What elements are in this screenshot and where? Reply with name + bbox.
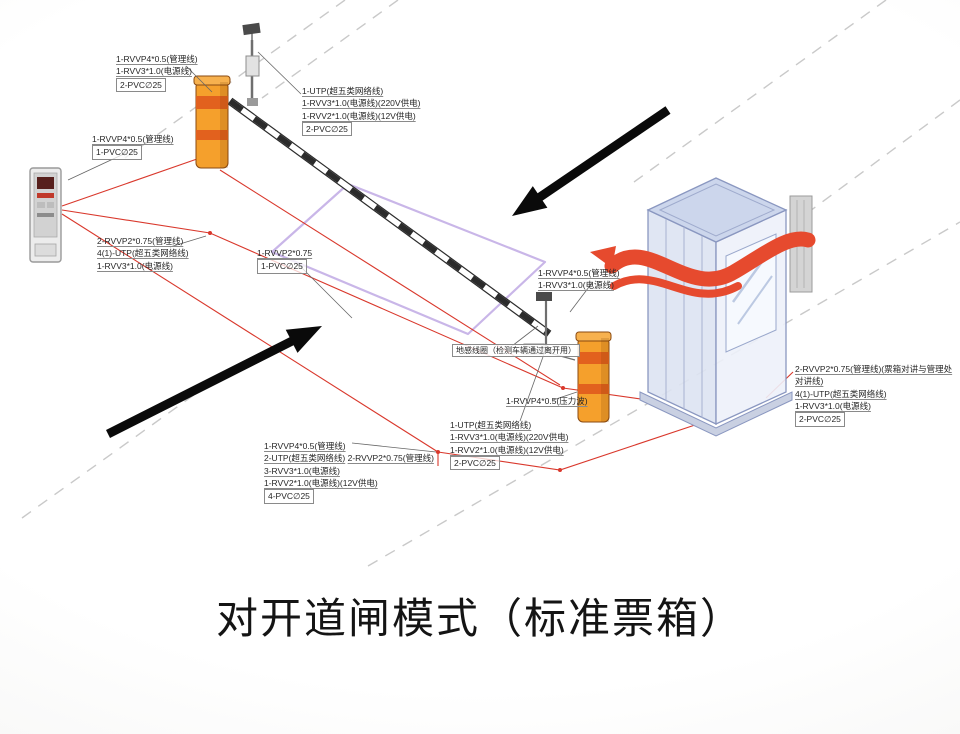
cable-line: 1-RVV3*1.0(电源线) [97,260,173,271]
cable-label-loop: 1-RVVP2*0.75 1-PVC∅25 [257,247,312,274]
cable-line: 1-RVV2*1.0(电源线)(12V供电) [450,444,564,455]
conduit-line: 1-PVC∅25 [257,259,307,274]
cable-label-entry-camera: 1-UTP(超五类网络线) 1-RVV3*1.0(电源线)(220V供电) 1-… [302,85,421,137]
cable-line: 3-RVV3*1.0(电源线) [264,465,340,476]
cable-line: 1-RVVP2*0.75 [257,248,313,258]
exit-direction-arrow [106,326,322,438]
ground-loop-note: 地感线圈（检测车辆通过离开用） [452,344,580,357]
reader-screen [37,177,54,189]
cable-label-exit-gate: 1-RVVP4*0.5(管理线) 1-RVV3*1.0(电源线) [538,267,620,292]
cable-line: 1-RVV2*1.0(电源线)(12V供电) [264,477,378,488]
cable-label-entry-gate: 1-RVVP4*0.5(管理线) 1-RVV3*1.0(电源线) 2-PVC∅2… [116,53,198,92]
cable-line: 1-RVVP4*0.5(管理线) [116,54,198,64]
cable-line: 1-RVVP4*0.5(管理线) [264,441,346,451]
cable-line: 2-RVVP2*0.75(管理线) [97,236,184,246]
cable-line: 1-RVV2*1.0(电源线)(12V供电) [302,110,416,121]
cable-line: 4(1)-UTP(超五类网络线) [795,388,887,399]
ribbon [590,231,816,298]
ground-loop [270,182,547,336]
camera-icon [242,22,261,36]
conduit-line: 2-PVC∅25 [302,121,352,137]
entry-camera-pole [242,22,261,106]
cable-line: 1-RVVP4*0.5(压力波) [506,396,588,406]
conduit-line: 1-PVC∅25 [92,145,142,160]
barrier-gate-exit [575,331,612,423]
note-text: 地感线圈（检测车辆通过离开用） [452,344,580,357]
cable-line: 2-UTP(超五类网络线) [264,453,346,464]
cable-line: 1-RVV3*1.0(电源线)(220V供电) [450,432,569,443]
barrier-gate-entry [193,75,231,169]
diagram-title: 对开道闸模式（标准票箱） [215,595,744,642]
cable-line: 4(1)-UTP(超五类网络线) [97,248,189,259]
cable-line: 2-RVVP2*0.75(管理线)(票箱对讲与管理处对讲线) [795,364,953,387]
cable-line: 1-RVV3*1.0(电源线) [795,400,871,411]
cable-label-trunk: 1-RVVP4*0.5(管理线) 2-UTP(超五类网络线) 2-RVVP2*0… [264,440,434,504]
conduit-line: 4-PVC∅25 [264,489,314,504]
cable-line: 1-RVV3*1.0(电源线)(220V供电) [302,98,421,109]
cable-line: 1-UTP(超五类网络线) [302,86,384,96]
cable-label-pressure: 1-RVVP4*0.5(压力波) [506,395,588,407]
ticket-dispenser [29,167,62,263]
entry-direction-arrow [512,106,671,216]
ticket-booth [639,177,813,437]
cable-line: 2-RVVP2*0.75(管理线) [347,453,434,464]
cable-line: 1-RVV3*1.0(电源线) [116,66,192,77]
cable-label-booth: 2-RVVP2*0.75(管理线)(票箱对讲与管理处对讲线) 4(1)-UTP(… [795,363,955,427]
leader-lines [67,51,593,453]
barrier-arm [227,97,552,338]
cable-label-reader: 1-RVVP4*0.5(管理线) 1-PVC∅25 [92,133,174,160]
cable-junctions [208,231,565,472]
cable-label-exit-camera: 1-UTP(超五类网络线) 1-RVV3*1.0(电源线)(220V供电) 1-… [450,419,569,471]
conduit-line: 2-PVC∅25 [450,455,500,471]
cable-line: 1-RVVP4*0.5(管理线) [538,268,620,278]
cable-line: 1-UTP(超五类网络线) [450,420,532,430]
cable-line: 1-RVV3*1.0(电源线) [538,280,614,291]
conduit-line: 2-PVC∅25 [795,412,845,427]
conduit-line: 2-PVC∅25 [116,77,166,92]
camera-icon [536,292,552,301]
cable-line: 1-RVVP4*0.5(管理线) [92,134,174,144]
ticket-slot [37,213,54,217]
cable-label-management: 2-RVVP2*0.75(管理线) 4(1)-UTP(超五类网络线) 1-RVV… [97,235,189,272]
